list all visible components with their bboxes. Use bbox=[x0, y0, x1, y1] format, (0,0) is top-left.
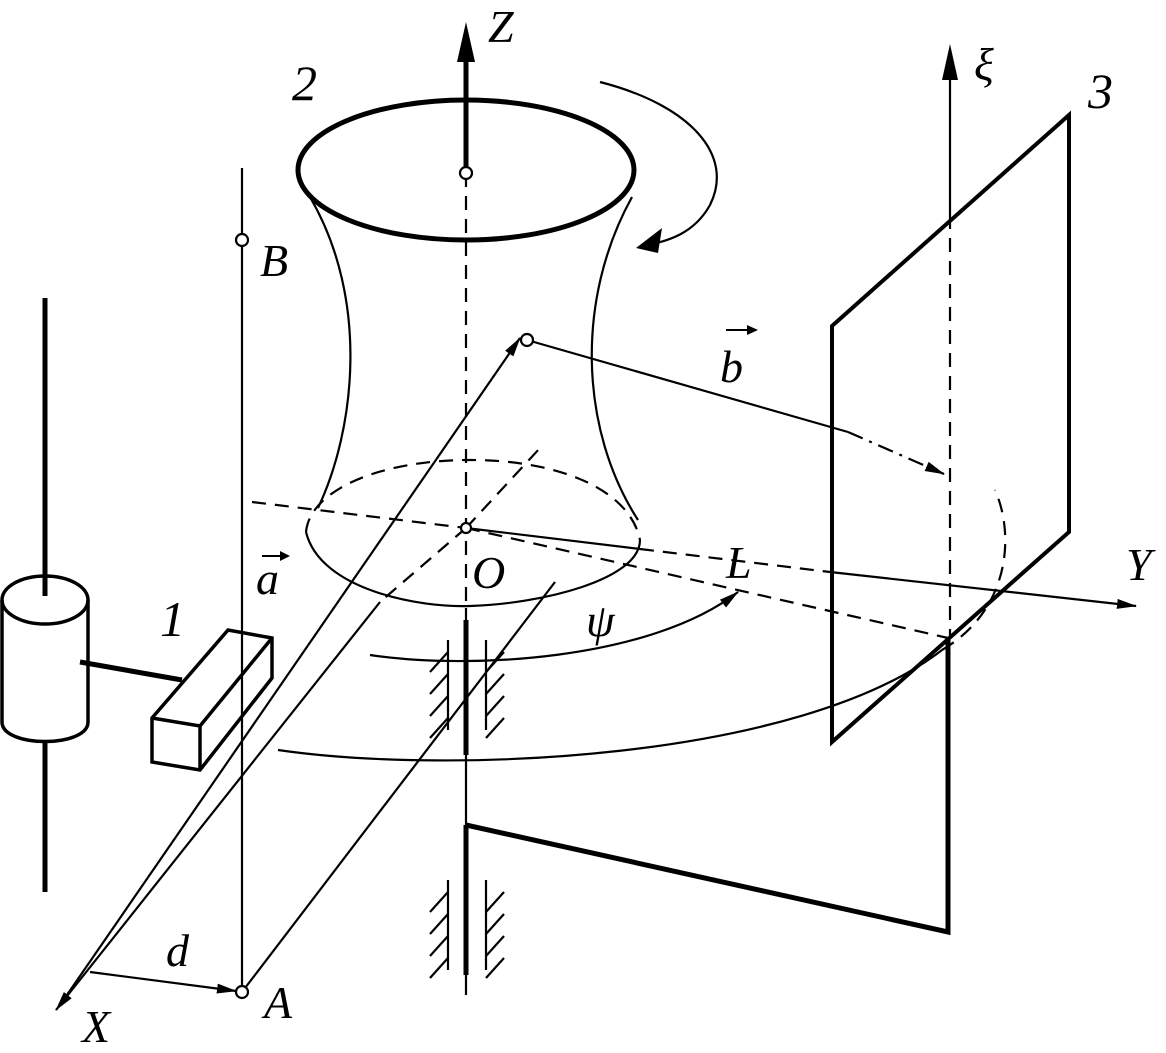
y-axis-hidden-2 bbox=[639, 547, 831, 574]
distance-l-line bbox=[465, 526, 949, 640]
hyperboloid-right-profile bbox=[590, 196, 639, 521]
source-1 bbox=[0, 298, 274, 892]
point-a-label: A bbox=[261, 977, 293, 1028]
angle-psi-label: ψ bbox=[586, 595, 616, 646]
vector-b-projection bbox=[847, 430, 945, 476]
y-axis-hidden bbox=[251, 500, 467, 530]
hyperboloid-left-profile bbox=[309, 196, 352, 509]
connecting-arm bbox=[465, 638, 951, 936]
axis-x-label: X bbox=[80, 1001, 112, 1048]
vector-b-label: b bbox=[720, 341, 743, 392]
distance-d-arrow bbox=[89, 970, 237, 994]
axis-y-label: Y bbox=[1126, 539, 1156, 590]
sweep-arc-front bbox=[277, 649, 943, 762]
part-1-label: 1 bbox=[160, 591, 185, 647]
parallel-line-a bbox=[241, 581, 556, 993]
distance-l-label: L bbox=[725, 537, 752, 588]
part-2-label: 2 bbox=[292, 55, 317, 111]
frame-diagonal-hidden bbox=[465, 447, 541, 529]
vector-a bbox=[59, 337, 521, 1006]
rotation-arrowhead bbox=[636, 228, 662, 253]
xi-axis-arrowhead bbox=[942, 44, 958, 80]
angle-psi-arc bbox=[369, 591, 739, 663]
point-o-label: O bbox=[472, 547, 505, 598]
plate-3 bbox=[830, 110, 1071, 747]
point-b-dot bbox=[234, 232, 250, 248]
y-axis-inner bbox=[465, 526, 641, 551]
origin-point bbox=[459, 521, 473, 535]
bearing-lower bbox=[429, 880, 505, 979]
vector-b-overarrow-head bbox=[747, 325, 758, 335]
axis-xi-label: ξ bbox=[974, 39, 994, 90]
vector-junction-point bbox=[519, 332, 535, 348]
y-axis bbox=[829, 570, 1137, 609]
z-axis-arrowhead bbox=[457, 22, 475, 62]
rotation-arc bbox=[599, 80, 718, 248]
point-b-label: B bbox=[260, 235, 288, 286]
x-axis bbox=[55, 601, 381, 1011]
distance-d-label: d bbox=[166, 925, 190, 976]
vector-a-label: a bbox=[256, 553, 279, 604]
hyperboloid-bottom-back bbox=[304, 458, 642, 541]
point-a-dot bbox=[234, 984, 250, 1000]
hyperboloid-body bbox=[295, 97, 642, 608]
vector-a-overarrow-head bbox=[280, 551, 290, 561]
x-diagonal-hidden bbox=[379, 527, 467, 603]
part-3-label: 3 bbox=[1087, 63, 1113, 119]
axis-z-label: Z bbox=[488, 1, 514, 52]
top-center-point bbox=[458, 165, 474, 181]
vector-b bbox=[526, 338, 849, 434]
sweep-arc-back bbox=[941, 489, 1007, 651]
hyperboloid-bottom-front bbox=[304, 531, 642, 608]
hyperboloid-top-rim bbox=[295, 97, 637, 243]
